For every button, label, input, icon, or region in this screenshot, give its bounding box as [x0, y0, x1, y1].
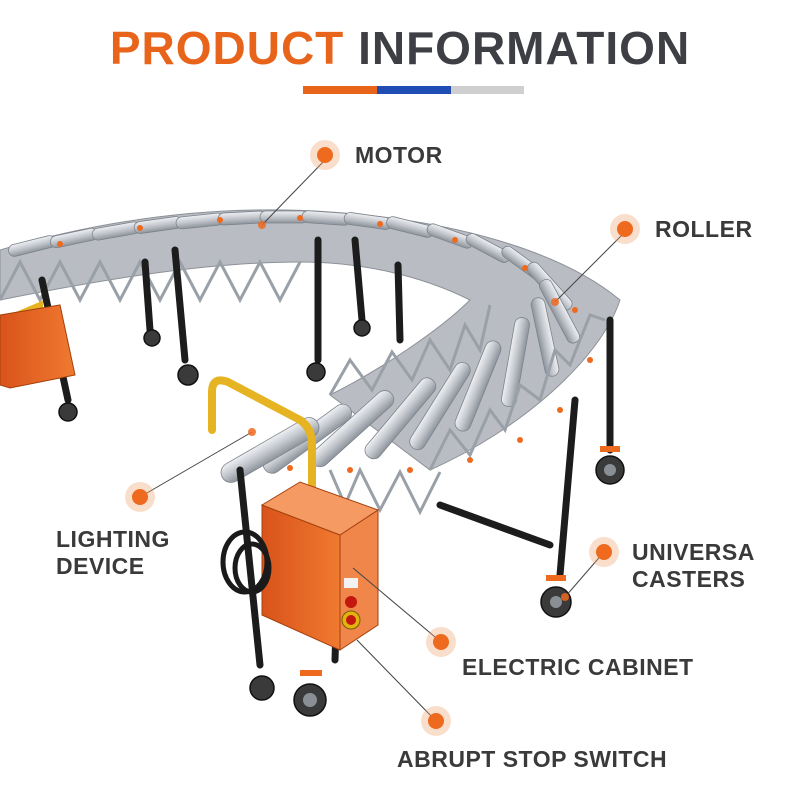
- title-information: INFORMATION: [358, 22, 691, 74]
- lighting-device-label: LIGHTING DEVICE: [56, 526, 170, 580]
- casters: [58, 319, 625, 717]
- roller-callout-dot-icon: [610, 214, 640, 244]
- yellow-handle: [208, 376, 316, 509]
- rollers: [8, 210, 593, 483]
- title-underline-gray: [451, 86, 524, 94]
- electric-cabinet-label: ELECTRIC CABINET: [462, 654, 694, 680]
- casters-label-line2: CASTERS: [632, 566, 746, 592]
- stop-switch-callout-dot-icon: [421, 706, 451, 736]
- abrupt-stop-switch-label: ABRUPT STOP SWITCH: [397, 746, 668, 772]
- lighting-callout-dot-icon: [125, 482, 155, 512]
- lighting-label-line1: LIGHTING: [56, 526, 170, 552]
- title-underline-blue: [377, 86, 451, 94]
- casters-label-line1: UNIVERSA: [632, 539, 755, 565]
- callout-leader-lines: [139, 159, 626, 722]
- cabinet-callout-dot-icon: [426, 627, 456, 657]
- casters-callout-dot-icon: [589, 537, 619, 567]
- motor-callout-dot-icon: [310, 140, 340, 170]
- roller-label: ROLLER: [655, 216, 753, 242]
- frame-legs: [38, 236, 614, 669]
- title-product: PRODUCT: [109, 22, 345, 74]
- title-underline-orange: [303, 86, 377, 94]
- universal-casters-label: UNIVERSA CASTERS: [632, 539, 755, 593]
- page-title: PRODUCT INFORMATION: [0, 18, 800, 78]
- lighting-label-line2: DEVICE: [56, 553, 145, 579]
- electric-cabinet-box: [260, 481, 380, 651]
- motor-label: MOTOR: [355, 142, 443, 168]
